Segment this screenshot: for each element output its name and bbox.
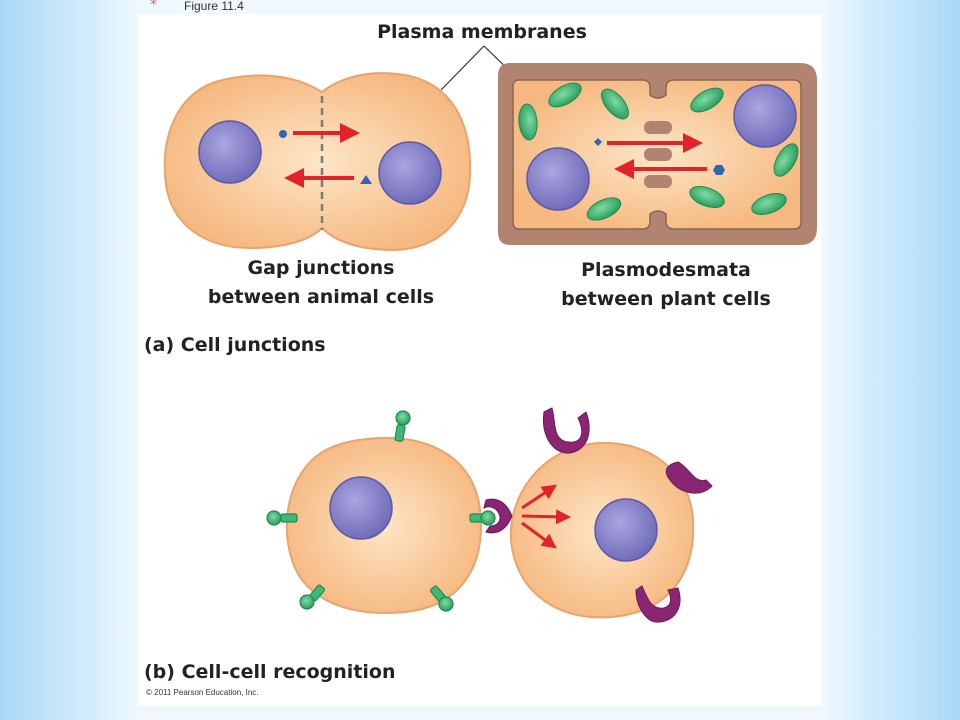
nucleus-right [378,141,442,205]
plant-nucleus-left [526,147,590,211]
plasmodesmata-line2: between plant cells [561,288,771,310]
receptor-icon [635,585,681,623]
figure-label: Figure 11.4 [184,0,244,13]
plant-nucleus-right [733,84,797,148]
nucleus-b-right [594,498,658,562]
red-arrow-icon [521,509,571,525]
small-molecule-diamond [594,138,602,146]
receptor-icon [542,407,590,454]
red-arrow-icon [521,484,557,510]
wall-segment [644,121,672,134]
plasma-membranes-label: Plasma membranes [377,21,587,43]
small-molecule-hexagon [713,165,725,175]
slide-bullet: * [150,0,157,13]
plasmodesmata-line1: Plasmodesmata [581,259,751,281]
section-a-title: (a) Cell junctions [144,334,326,356]
surface-marker-icon [299,584,325,610]
gap-junctions-label: Gap junctions between animal cells [176,254,466,312]
surface-marker-icon [469,510,496,526]
small-molecule-triangle [360,175,372,184]
copyright-notice: © 2011 Pearson Education, Inc. [146,688,259,697]
wall-segment [644,148,672,161]
gap-junctions-line2: between animal cells [207,286,435,308]
surface-marker-icon [266,510,298,526]
surface-marker-icon [430,585,454,612]
plant-cells [498,63,817,245]
figure-artwork [163,45,817,623]
wall-segment [644,175,672,188]
chloroplasts [518,82,799,221]
recognition-cells [266,407,713,623]
red-arrow-icon [521,521,557,549]
receptor-icon [665,461,713,494]
nucleus-left [198,120,262,184]
receptor-icon [483,498,513,534]
figure-panel: Plasma membranes Gap junctions between a… [138,14,822,706]
gap-junctions-line1: Gap junctions [247,257,395,279]
animal-cells [163,72,472,252]
small-molecule-circle [279,130,287,138]
section-b-title: (b) Cell-cell recognition [144,661,396,683]
nucleus-b-left [329,476,393,540]
plasmodesmata-label: Plasmodesmata between plant cells [521,256,811,314]
surface-marker-icon [394,410,411,442]
